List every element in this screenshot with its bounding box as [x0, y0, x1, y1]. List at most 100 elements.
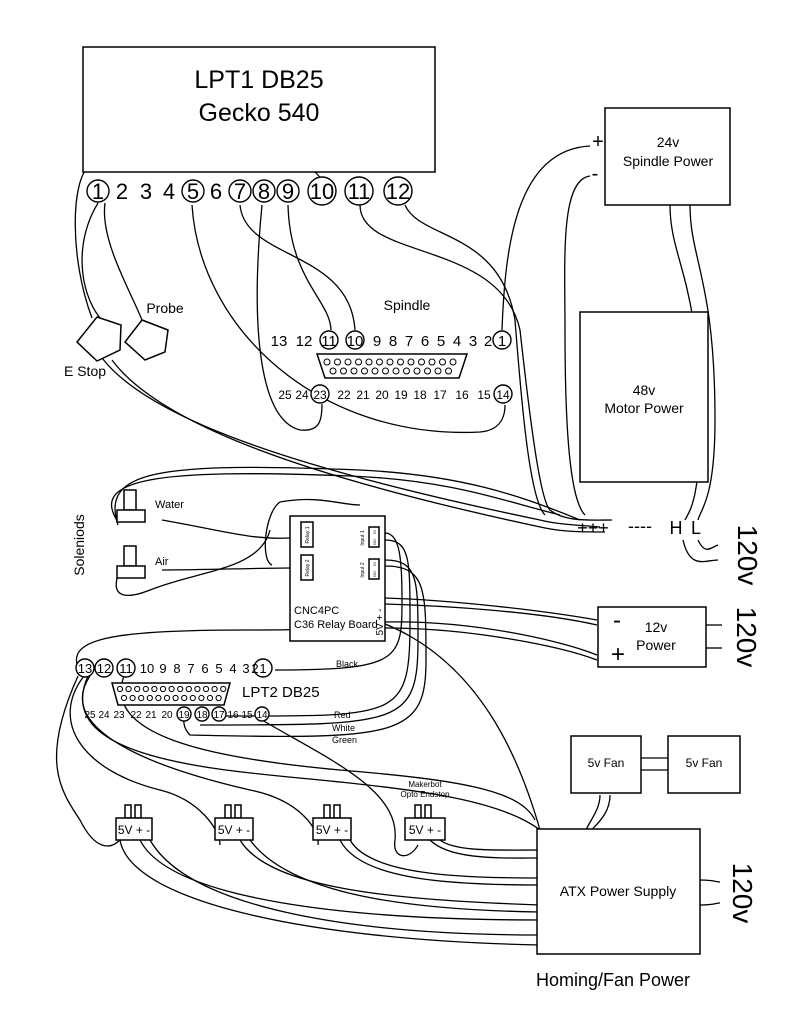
lpt2-title: LPT2 DB25	[242, 684, 320, 701]
lpt2-pin-dot	[155, 694, 162, 702]
endstop-1: 5V + -	[115, 804, 153, 841]
spindle-pin-dot	[365, 358, 373, 366]
input2-label: Input 2	[360, 562, 366, 578]
relay-board-brand: CNC4PC	[294, 605, 339, 617]
lpt1-gecko-box: LPT1 DB25 Gecko 540	[82, 46, 436, 173]
input1-terminal	[368, 526, 380, 548]
spindle-pin-dot	[449, 358, 457, 366]
lpt2-pin-dot	[211, 685, 218, 693]
lpt1-pin-6: 6	[210, 179, 222, 204]
spindle-top-pin-10: 10	[347, 333, 364, 350]
lpt2-pin-dot	[198, 694, 205, 702]
wire-label-white: White	[332, 723, 355, 733]
spindle-pin-dot	[350, 367, 358, 375]
spindle-bottom-pin-25: 25	[278, 388, 292, 402]
probe: Probe	[123, 300, 184, 361]
wires	[55, 145, 722, 946]
lpt2-pin-dot	[142, 685, 149, 693]
fan-2-label: 5v Fan	[686, 756, 723, 770]
spindle-pin-dot	[413, 367, 421, 375]
lpt1-pin-8: 8	[258, 179, 270, 204]
spindle-pin-dot	[386, 358, 394, 366]
lpt2-pin-dot	[181, 694, 188, 702]
lpt2-pin-dot	[220, 685, 227, 693]
spindle-top-pin-9: 9	[373, 333, 381, 350]
endstop-makerbot: Makerbot Opto Endstop 5V + -	[401, 780, 450, 841]
lpt2-bottom-pin-25: 25	[84, 710, 96, 721]
lpt2-bottom-pin-18: 18	[196, 710, 208, 721]
mains-120v: 120v	[732, 525, 763, 586]
atx-120v: 120v	[727, 863, 758, 924]
lpt2-bottom-pin-17: 17	[213, 710, 225, 721]
estop-shape	[75, 316, 122, 362]
lpt2-top-pin-9: 9	[159, 661, 166, 676]
makerbot-line2: Opto Endstop	[401, 790, 450, 799]
estop-label: E Stop	[64, 363, 106, 379]
lpt2-top-pin-4: 4	[229, 661, 236, 676]
lpt2-pin-dot	[215, 694, 222, 702]
lpt2-pin-dot	[177, 685, 184, 693]
water-valve-body	[116, 509, 146, 523]
spindle-pin-dot	[418, 358, 425, 366]
lpt2-pin-dot	[146, 694, 153, 702]
lpt2-top-pin-5: 5	[215, 661, 222, 676]
lpt1-pin-2: 2	[116, 179, 128, 204]
lpt2-bottom-pin-20: 20	[161, 710, 173, 721]
lpt2-bottom-pin-15: 15	[241, 710, 253, 721]
spindle-pin-dot	[376, 358, 383, 366]
lpt2-pin-dot	[163, 694, 171, 702]
lpt2-top-pin-6: 6	[201, 661, 208, 676]
spindle-bottom-pin-22: 22	[337, 388, 351, 402]
power12-plus: +	[611, 641, 625, 668]
spindle-pin-dot	[445, 367, 452, 375]
spindle-top-pin-3: 3	[469, 333, 477, 350]
lpt2-top-pin-11: 11	[119, 661, 133, 676]
relay-board-model: C36 Relay Board	[294, 619, 378, 631]
spindle-power-voltage: 24v	[657, 134, 680, 150]
input2-terminal	[368, 558, 380, 580]
spindle-top-pin-8: 8	[389, 333, 397, 350]
lpt2-pin-dot	[120, 694, 128, 702]
lpt1-pin-circle-7	[228, 179, 252, 203]
relay-board: Relay 1 Relay 2 Input 1 Input 2 IN GD IN…	[289, 515, 386, 642]
lpt2-pin-dot	[189, 694, 196, 702]
spindle-bottom-pin-14: 14	[496, 388, 510, 402]
spindle-pin-dot	[424, 367, 431, 375]
power-12v: 12v Power - + 120v	[597, 606, 762, 668]
endstop-3-pins: 5V + -	[316, 823, 348, 837]
spindle-pin-dots	[323, 358, 457, 375]
spindle-bottom-pin-21: 21	[356, 388, 370, 402]
lpt1-pin-circle-1	[86, 179, 110, 203]
spindle-bottom-pin-17: 17	[433, 388, 447, 402]
lpt1-pin-12: 12	[386, 179, 410, 204]
spindle-power-plus: +	[592, 131, 604, 153]
air-valve-body	[116, 565, 146, 579]
lpt2-pin-dot	[194, 685, 201, 693]
lpt2-top-pin-1: 1	[259, 661, 266, 676]
lpt1-pin-circle-9	[276, 179, 300, 203]
estop: E Stop	[64, 316, 122, 379]
wire-label-black: Black	[336, 659, 359, 669]
fan-2-box	[667, 735, 741, 794]
power12-label: Power	[636, 637, 676, 653]
spindle-bottom-pin-20: 20	[375, 388, 389, 402]
input2-gd: GD	[372, 571, 377, 577]
lpt1-pin-circle-5	[181, 179, 205, 203]
spindle-top-pin-13: 13	[271, 333, 288, 350]
probe-shape	[123, 319, 169, 361]
lpt2-pin-dot	[185, 685, 192, 693]
lpt2-bottom-pin-19: 19	[178, 710, 190, 721]
spindle-pin-dot	[361, 367, 368, 375]
water-valve-top	[123, 489, 137, 511]
lpt2-top-pin-2: 2	[251, 661, 258, 676]
relay1-label: Relay 1	[305, 526, 311, 543]
spindle-power-supply: 24v Spindle Power + -	[592, 107, 731, 206]
spindle-pin-dot	[439, 358, 446, 366]
spindle-pin-dot	[407, 358, 415, 366]
lpt1-pin-10: 10	[310, 179, 334, 204]
spindle-connector: Spindle 13 12 11 10 9 8 7 6 5 4 3 2 1 25…	[271, 297, 513, 404]
lpt2-bottom-pin-23: 23	[113, 710, 125, 721]
mains-l: L	[691, 518, 701, 538]
relay-2	[300, 554, 314, 581]
